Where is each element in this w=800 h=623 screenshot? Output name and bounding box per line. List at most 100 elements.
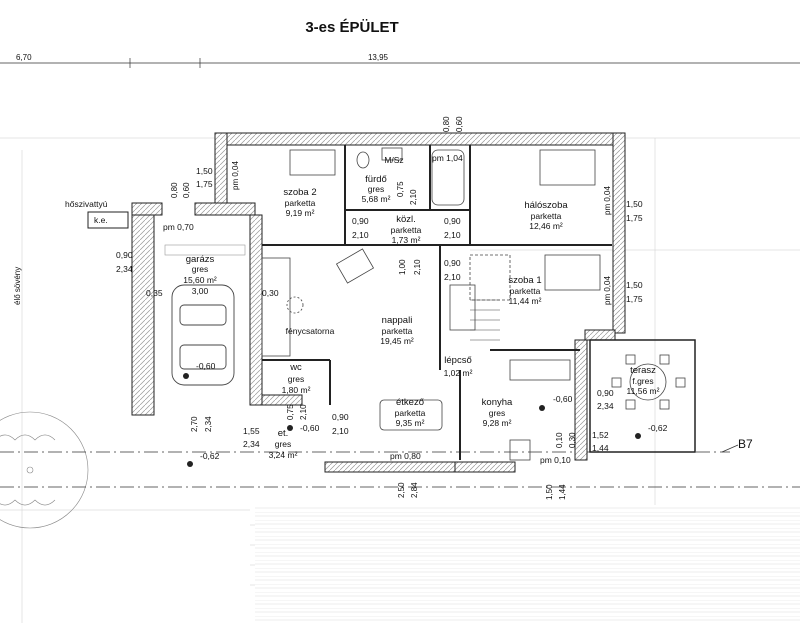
room-msz: M/Sz [384, 155, 403, 165]
dim-210b: 2,10 [352, 230, 369, 240]
room-garazs-name: garázs [186, 254, 215, 265]
terrace-table-icon [611, 354, 686, 410]
room-furdo-area: 5,68 m² [362, 194, 391, 204]
dim-234a: 2,34 [116, 264, 133, 274]
room-garazs-height: 3,00 [192, 286, 209, 296]
dim-250: 2,50 [397, 482, 406, 498]
room-konyha-area: 9,28 m² [483, 418, 512, 428]
paved-area [255, 505, 800, 623]
room-konyha-name: konyha [482, 397, 513, 408]
dim-150b: 1,50 [626, 199, 643, 209]
dim-234d: 2,34 [597, 401, 614, 411]
dim-210d: 2,10 [413, 259, 422, 275]
label-fenycsatorna: fénycsatorna [286, 326, 335, 336]
pm-104: pm 1,04 [432, 153, 463, 163]
top-dimension-line [0, 58, 800, 68]
dim-090b: 0,90 [444, 216, 461, 226]
room-et-floor: gres [275, 439, 292, 449]
interior-walls [262, 145, 612, 460]
room-halo-name: hálószoba [524, 200, 568, 211]
dim-210e: 2,10 [444, 272, 461, 282]
lvl-062-b: -0,62 [648, 423, 668, 433]
plan-title: 3-es ÉPÜLET [305, 19, 398, 36]
pm-004-a: pm 0,04 [231, 161, 240, 190]
room-kozl-floor: parketta [391, 225, 422, 235]
tree-icon [0, 411, 89, 529]
room-etkezo-name: étkező [396, 397, 424, 408]
room-szoba1-area: 11,44 m² [509, 296, 542, 306]
dim-090d: 0,90 [444, 258, 461, 268]
dim-270: 2,70 [190, 416, 199, 432]
room-lepcso-name: lépcső [444, 355, 471, 366]
dim-010: 0,10 [555, 432, 564, 448]
dim-284: 2,84 [410, 482, 419, 498]
room-etkezo-area: 9,35 m² [396, 418, 425, 428]
room-terasz-area: 11,56 m² [627, 386, 660, 396]
room-furdo-floor: gres [368, 184, 385, 194]
lvl-060-a: -0,60 [196, 361, 216, 371]
room-wc-area: 1,80 m² [282, 385, 311, 395]
label-b7: B7 [738, 437, 753, 451]
dim-090e: 0,90 [332, 412, 349, 422]
dim-210a: 2,10 [409, 189, 418, 205]
dim-175: 1,75 [196, 179, 213, 189]
room-terasz-name: terasz [630, 365, 656, 376]
room-furdo-name: fürdő [365, 174, 387, 185]
pm-070: pm 0,70 [163, 222, 194, 232]
heat-pump-box [87, 211, 129, 229]
room-kozl-name: közl. [396, 214, 416, 225]
label-hoszivattyu: hőszivattyú [65, 199, 108, 209]
lvl-060-c: -0,60 [553, 394, 573, 404]
dim-100: 1,00 [398, 259, 407, 275]
dim-144: 1,44 [592, 443, 609, 453]
room-wc-name: wc [289, 362, 302, 373]
dim-030b: 0,30 [568, 432, 577, 448]
car-icon [171, 284, 235, 386]
dim-150d: 1,50 [545, 484, 554, 500]
room-szoba2-name: szoba 2 [283, 187, 316, 198]
dim-210f: 2,10 [299, 404, 308, 420]
pm-004-b: pm 0,04 [603, 186, 612, 215]
room-szoba2-floor: parketta [285, 198, 316, 208]
dim-030: 0,30 [262, 288, 279, 298]
lvl-062-a: -0,62 [200, 451, 220, 461]
dim-top-left: 6,70 [16, 53, 32, 62]
dim-175c: 1,75 [626, 294, 643, 304]
dim-150c: 1,50 [626, 280, 643, 290]
level-annotations: pm 1,04 pm 0,70 pm 0,04 pm 0,04 pm 0,04 … [163, 153, 668, 465]
dim-210g: 2,10 [332, 426, 349, 436]
walls [131, 132, 626, 473]
room-wc-floor: gres [288, 374, 305, 384]
room-szoba2-area: 9,19 m² [286, 208, 315, 218]
dim-090a: 0,90 [352, 216, 369, 226]
dim-090f: 0,90 [597, 388, 614, 398]
bathroom-fixtures [289, 147, 601, 291]
dim-210c: 2,10 [444, 230, 461, 240]
room-szoba1-floor: parketta [510, 286, 541, 296]
room-konyha-floor: gres [489, 408, 506, 418]
dim-075b: 0,75 [286, 404, 295, 420]
room-garazs-floor: gres [192, 264, 209, 274]
dim-080-top: 0,80 [442, 116, 451, 132]
dim-152: 1,52 [592, 430, 609, 440]
b7-leader [721, 444, 739, 453]
pm-010: pm 0,10 [540, 455, 571, 465]
pm-004-c: pm 0,04 [603, 276, 612, 305]
dim-234b: 2,34 [204, 416, 213, 432]
room-nappali-name: nappali [382, 315, 413, 326]
dim-090c: 0,90 [116, 250, 133, 260]
pm-080: pm 0,80 [390, 451, 421, 461]
dim-075: 0,75 [396, 181, 405, 197]
opening-dimensions: 1,50 1,75 0,80 0,60 0,80 0,60 0,75 2,10 … [116, 116, 643, 500]
terrace-outline [589, 339, 696, 453]
room-labels: szoba 2 parketta 9,19 m² fürdő gres 5,68… [65, 155, 660, 460]
room-etkezo-floor: parketta [395, 408, 426, 418]
room-halo-area: 12,46 m² [529, 221, 563, 231]
label-elo-soveny: élő sövény [13, 267, 22, 305]
dim-175b: 1,75 [626, 213, 643, 223]
room-lepcso-area: 1,02 m² [444, 368, 473, 378]
room-garazs-area: 15,60 m² [183, 275, 217, 285]
room-szoba1-name: szoba 1 [508, 275, 541, 286]
garage-door-line [164, 244, 246, 256]
